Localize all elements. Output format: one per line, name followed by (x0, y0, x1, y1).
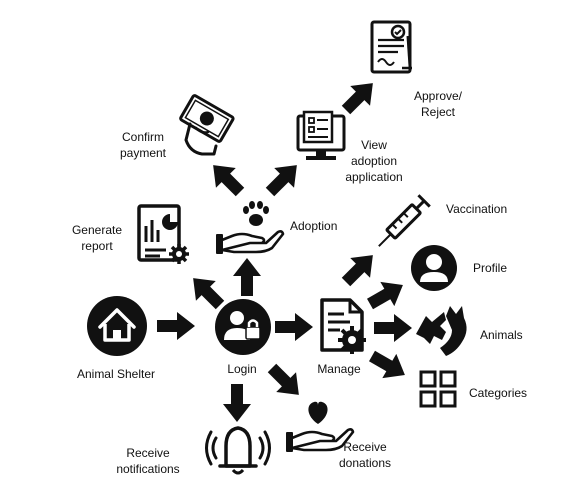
label-categories: Categories (469, 386, 528, 400)
bell-icon (205, 426, 271, 475)
label-confirm-payment-line1: Confirm (121, 130, 164, 144)
arrow-manage-to-categories (365, 343, 412, 388)
user-lock-icon (215, 299, 271, 355)
arrow-manage-to-profile (363, 272, 410, 317)
label-adoption: Adoption (290, 219, 338, 233)
label-view-application-line3: application (345, 170, 403, 184)
label-profile: Profile (473, 261, 508, 275)
computer-form-icon (296, 110, 346, 160)
label-approve-reject-line2: Reject (420, 105, 455, 119)
label-generate-report-line2: report (81, 239, 113, 253)
label-view-application-line2: adoption (350, 154, 398, 168)
arrow-adoption-to-payment (203, 155, 250, 202)
arrow-shelter-to-login (157, 312, 195, 340)
label-login: Login (227, 362, 257, 376)
heart-in-hand-icon (286, 401, 355, 452)
label-animals: Animals (480, 328, 523, 342)
arrow-adoption-to-application (260, 155, 307, 202)
house-icon (87, 296, 147, 356)
label-receive-donations-line2: donations (338, 456, 392, 470)
arrow-manage-to-animals (374, 314, 412, 342)
label-view-application: View adoption application (334, 137, 414, 185)
label-receive-notifications-line2: notifications (116, 462, 180, 476)
label-receive-notifications-line1: Receive (126, 446, 170, 460)
profile-icon (411, 245, 457, 291)
label-receive-donations-line1: Receive (343, 440, 387, 454)
label-approve-reject: Approve/ Reject (400, 88, 476, 120)
document-gear-icon (320, 298, 366, 354)
label-confirm-payment-line2: payment (119, 146, 167, 160)
label-receive-donations: Receive donations (330, 439, 400, 471)
arrow-login-to-donations (262, 358, 309, 405)
contract-signature-icon (370, 20, 412, 74)
label-view-application-line1: View (361, 138, 387, 152)
arrow-manage-to-vaccination (336, 245, 383, 292)
report-chart-gear-icon (137, 204, 189, 264)
grid-icon (419, 370, 457, 408)
arrow-login-to-adoption (233, 258, 261, 296)
cash-in-hand-icon (179, 94, 235, 156)
label-generate-report-line1: Generate (71, 223, 123, 237)
label-approve-reject-line1: Approve/ (413, 89, 463, 103)
label-manage: Manage (317, 362, 361, 376)
label-confirm-payment: Confirm payment (108, 129, 178, 161)
paw-in-hand-icon (216, 201, 285, 254)
arrow-application-to-approve (336, 73, 383, 120)
label-vaccination: Vaccination (446, 202, 508, 216)
arrow-login-to-notifications (223, 384, 251, 422)
label-generate-report: Generate report (62, 222, 132, 254)
arrow-login-to-manage (275, 313, 313, 341)
label-animal-shelter: Animal Shelter (76, 367, 156, 381)
label-receive-notifications: Receive notifications (106, 445, 190, 477)
syringe-icon (378, 194, 431, 247)
dog-cat-icon (416, 306, 467, 356)
